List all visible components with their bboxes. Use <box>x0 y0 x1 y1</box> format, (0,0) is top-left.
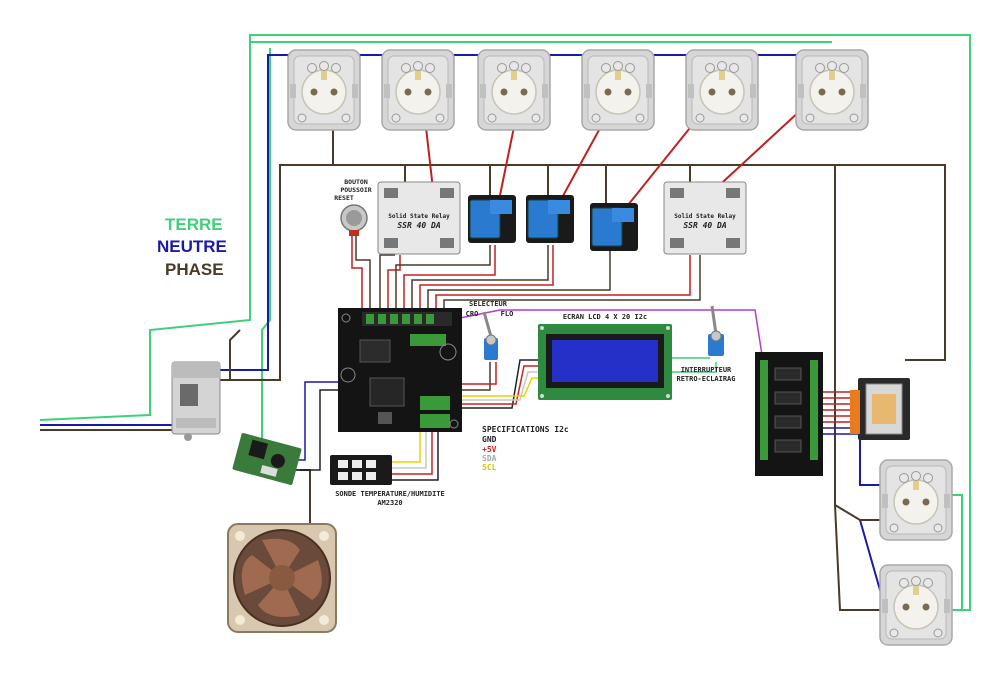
outlet-icon <box>879 459 953 646</box>
power-supply-icon <box>232 433 302 485</box>
wire-i2c-sda <box>462 371 540 401</box>
selecteur-label: SELECTEUR <box>469 300 508 308</box>
selecteur-flo-label: FLO <box>501 310 514 318</box>
wire-i2c-5v <box>462 365 540 405</box>
wires <box>39 34 971 611</box>
bouton-label-1: BOUTON <box>344 178 368 186</box>
wire-phase-right <box>834 165 880 521</box>
wire-reset-red <box>351 232 363 312</box>
wire-terre-main <box>39 34 971 611</box>
wire-i2c-gnd <box>462 359 540 409</box>
wire-sensor-w <box>392 432 427 469</box>
ssr-label-a: SSR 40 DA <box>397 221 441 230</box>
wire-purple-bus <box>449 309 763 356</box>
interrupteur-label-2: RETRO-ECLAIRAG <box>676 375 735 383</box>
bouton-label-3: RESET <box>334 194 354 202</box>
push-button-icon <box>340 204 368 236</box>
wire-ctl-3 <box>395 245 491 312</box>
wire-reset <box>355 232 371 312</box>
wire-selecteur <box>462 362 491 391</box>
wire-psu-board <box>295 381 338 461</box>
relay-module-icon <box>468 195 638 251</box>
interrupteur-label-1: INTERRUPTEUR <box>681 366 732 374</box>
ssr-label-b: SSR 40 DA <box>683 221 727 230</box>
legend-terre: TERRE <box>165 215 223 234</box>
selecteur-cro-label: CRO <box>466 310 479 318</box>
wire-ctl-2 <box>387 255 401 312</box>
ssr-subtitle-b: Solid State Relay <box>674 213 736 220</box>
bouton-label-2: POUSSOIR <box>340 186 371 194</box>
wire-phase-bottom <box>834 504 890 611</box>
controller-board-icon <box>338 308 462 432</box>
spec-5v: +5V <box>482 445 497 454</box>
spec-title: SPECIFICATIONS I2c <box>482 425 569 434</box>
toggle-switch-icon <box>482 311 498 360</box>
wire-retro2 <box>672 362 717 373</box>
legend-neutre: NEUTRE <box>157 237 227 256</box>
ssr-subtitle-a: Solid State Relay <box>388 213 450 220</box>
outlet-icon <box>287 49 869 131</box>
ecran-label: ECRAN LCD 4 X 20 I2c <box>563 313 647 321</box>
wire-sensor-y <box>392 432 421 463</box>
output-board-icon <box>755 352 823 476</box>
sonde-label-2: AM2320 <box>377 499 402 507</box>
wire-psu-board2 <box>300 389 338 471</box>
breaker-icon <box>171 361 221 441</box>
spec-sda: SDA <box>482 454 497 463</box>
wire-sensor-b <box>392 432 439 481</box>
spec-gnd: GND <box>482 435 497 444</box>
wire-phase-top <box>215 164 946 381</box>
wire-ctl-9 <box>443 255 701 312</box>
wire-ctl-6 <box>419 245 554 312</box>
transformer-icon <box>850 378 910 440</box>
wire-ctl-1 <box>379 254 395 312</box>
wire-ctl-8 <box>435 255 691 312</box>
wire-phase-left <box>229 329 241 380</box>
sensor-icon <box>330 455 392 485</box>
wire-sensor-r <box>392 432 433 475</box>
wire-ctl-4 <box>403 245 496 312</box>
sonde-label-1: SONDE TEMPERATURE/HUMIDITE <box>335 490 445 498</box>
toggle-switch-icon <box>708 305 724 356</box>
spec-scl: SCL <box>482 463 497 472</box>
wire-ctl-7 <box>427 250 611 312</box>
wire-i2c-scl <box>462 377 540 397</box>
lcd-screen-icon <box>538 324 672 400</box>
ssr-relay-icon <box>377 181 747 255</box>
legend-phase: PHASE <box>165 260 224 279</box>
wire-neutre-up <box>215 54 283 371</box>
wire-ctl-5 <box>411 245 549 312</box>
wire-selecteur-red <box>462 362 497 385</box>
wire-terre-psu <box>261 48 271 450</box>
fan-icon <box>227 523 337 633</box>
